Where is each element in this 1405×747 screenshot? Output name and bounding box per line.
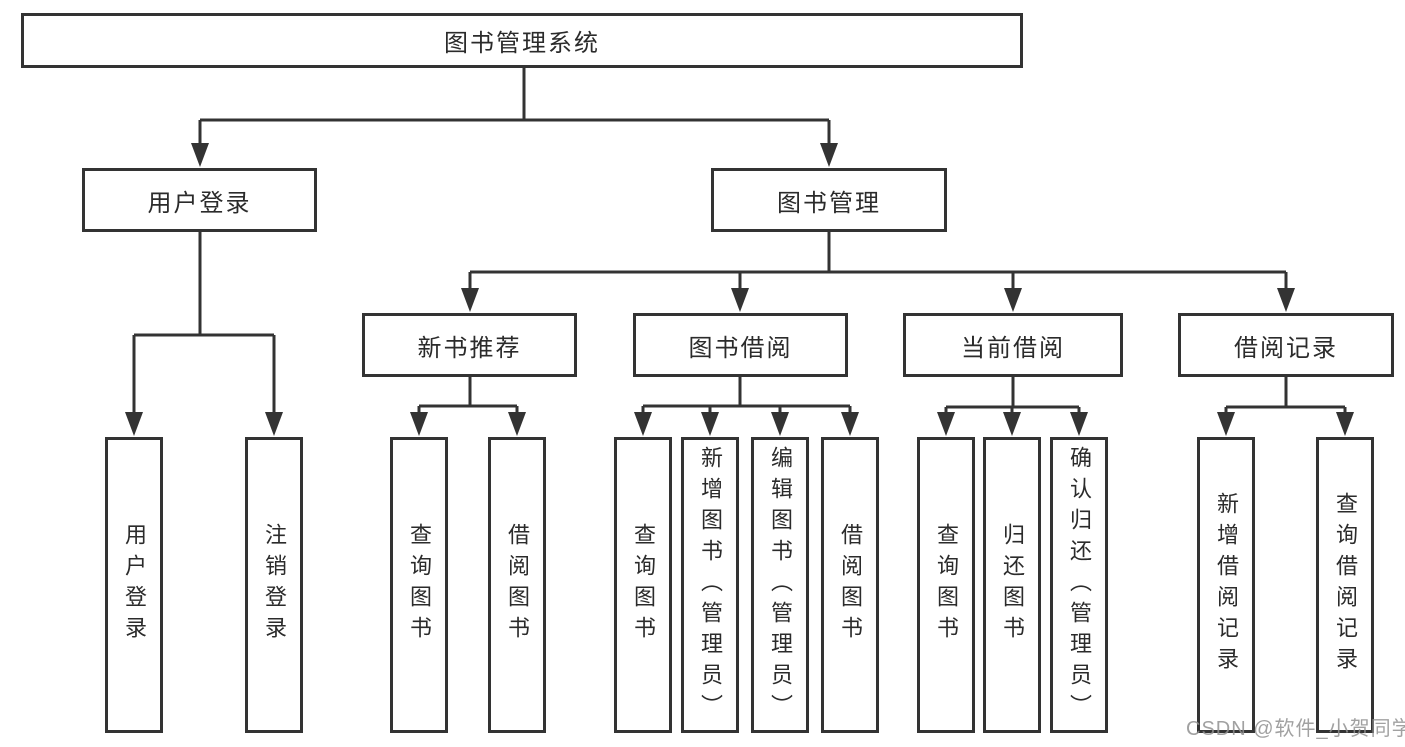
leaf-user-login: 用户登录 <box>105 437 163 733</box>
leaf-query-books: 查询图书 <box>390 437 448 733</box>
leaf-borrow-books: 借阅图书 <box>821 437 879 733</box>
leaf-add-book-admin: 新增图书（管理员） <box>681 437 739 733</box>
node-book-borrowing: 图书借阅 <box>633 313 848 377</box>
leaf-add-borrow-record: 新增借阅记录 <box>1197 437 1255 733</box>
leaf-label: 新增图书（管理员） <box>698 445 723 725</box>
leaf-label: 查询借阅记录 <box>1333 492 1358 678</box>
leaf-label: 查询图书 <box>631 523 656 647</box>
leaf-query-books: 查询图书 <box>614 437 672 733</box>
leaf-logout: 注销登录 <box>245 437 303 733</box>
leaf-edit-book-admin: 编辑图书（管理员） <box>751 437 809 733</box>
node-new-book-recommend: 新书推荐 <box>362 313 577 377</box>
leaf-label: 用户登录 <box>122 523 147 647</box>
leaf-borrow-books: 借阅图书 <box>488 437 546 733</box>
leaf-label: 借阅图书 <box>505 523 530 647</box>
leaf-label: 查询图书 <box>934 523 959 647</box>
node-borrowing-records: 借阅记录 <box>1178 313 1394 377</box>
leaf-label: 编辑图书（管理员） <box>768 445 793 725</box>
node-library-management-system: 图书管理系统 <box>21 13 1023 68</box>
leaf-confirm-return-admin: 确认归还（管理员） <box>1050 437 1108 733</box>
node-user-login: 用户登录 <box>82 168 317 232</box>
node-book-management: 图书管理 <box>711 168 947 232</box>
leaf-label: 归还图书 <box>1000 523 1025 647</box>
leaf-query-books: 查询图书 <box>917 437 975 733</box>
leaf-label: 新增借阅记录 <box>1214 492 1239 678</box>
leaf-label: 查询图书 <box>407 523 432 647</box>
leaf-return-books: 归还图书 <box>983 437 1041 733</box>
leaf-label: 确认归还（管理员） <box>1067 445 1092 725</box>
csdn-watermark: CSDN @软件_小贺同学 <box>1186 718 1405 740</box>
leaf-query-borrow-record: 查询借阅记录 <box>1316 437 1374 733</box>
leaf-label: 借阅图书 <box>838 523 863 647</box>
leaf-label: 注销登录 <box>262 523 287 647</box>
node-current-borrowing: 当前借阅 <box>903 313 1123 377</box>
